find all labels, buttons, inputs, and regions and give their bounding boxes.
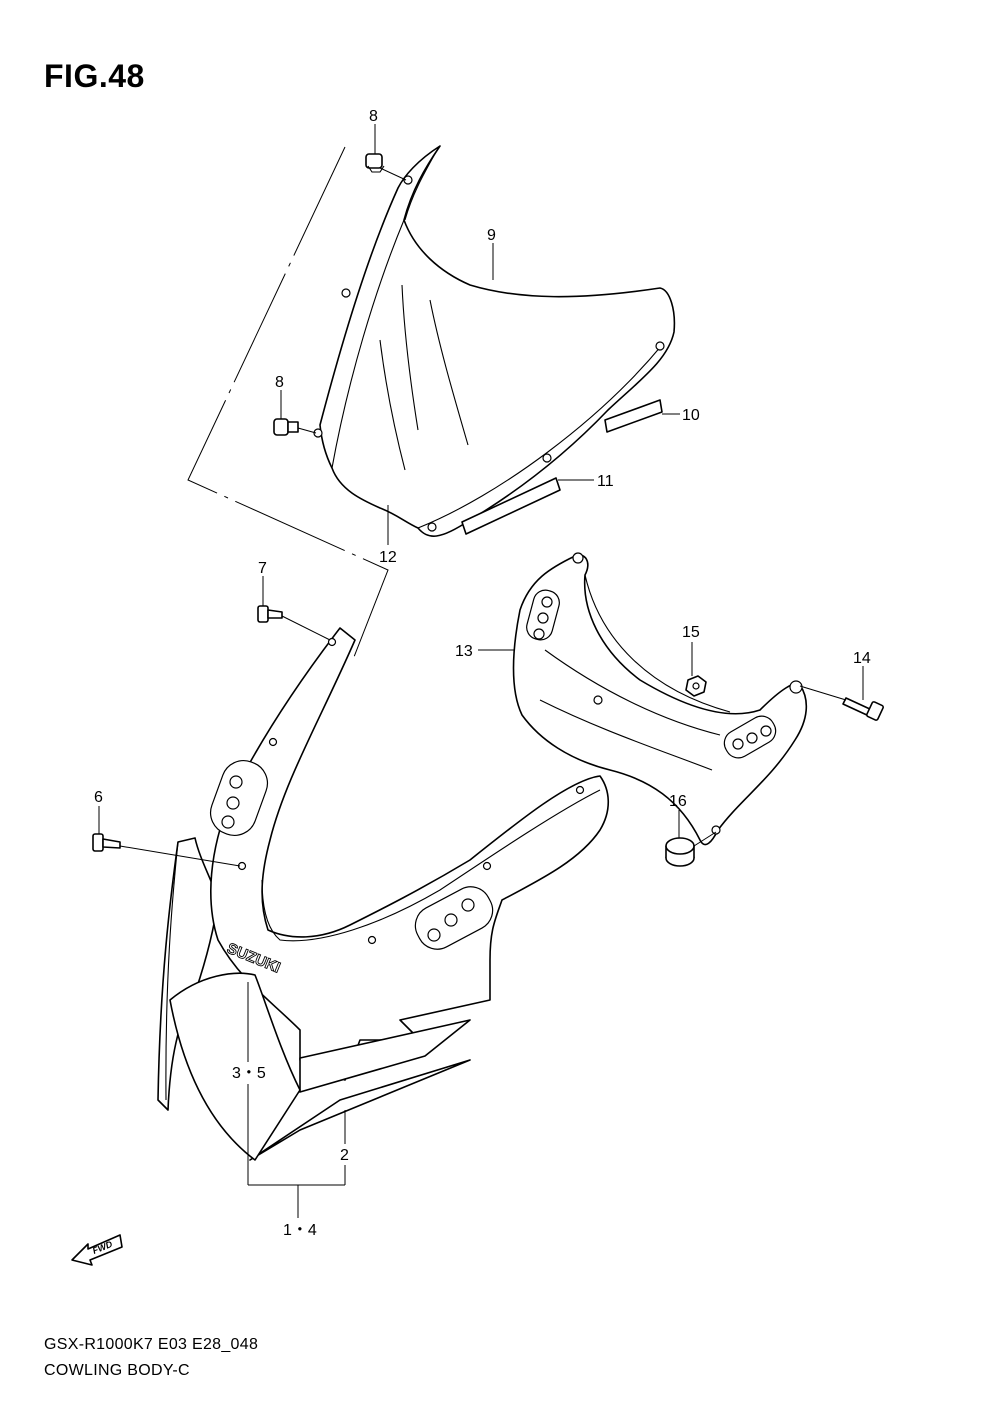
bolt-part-14[interactable] bbox=[842, 697, 884, 721]
callout-11: 11 bbox=[597, 473, 614, 490]
figure-title: FIG.48 bbox=[44, 58, 145, 94]
fwd-arrow-icon: FWD bbox=[71, 1234, 123, 1266]
cowling-brace-part-13[interactable] bbox=[512, 552, 808, 846]
nut-part-15[interactable] bbox=[685, 675, 707, 697]
callout-6: 6 bbox=[94, 789, 103, 806]
callout-labels: 8 9 8 10 11 12 7 13 15 14 6 16 3・5 2 1・4 bbox=[94, 108, 871, 1239]
cowl-vent-right bbox=[414, 886, 494, 950]
callout-3-5: 3・5 bbox=[232, 1065, 266, 1082]
callout-10: 10 bbox=[682, 407, 700, 424]
callout-12: 12 bbox=[379, 549, 397, 566]
callout-13: 13 bbox=[455, 643, 473, 660]
callout-7: 7 bbox=[258, 560, 267, 577]
screw-part-8-top[interactable] bbox=[365, 153, 385, 173]
callout-14: 14 bbox=[853, 650, 871, 667]
section-name: COWLING BODY-C bbox=[44, 1362, 190, 1379]
grommet-part-16[interactable] bbox=[665, 837, 695, 867]
callout-9: 9 bbox=[487, 227, 496, 244]
screw-part-6[interactable] bbox=[92, 833, 121, 852]
callout-8-mid: 8 bbox=[275, 374, 284, 391]
callout-2: 2 bbox=[340, 1147, 349, 1164]
callout-8-top: 8 bbox=[369, 108, 378, 125]
leader-lines bbox=[98, 124, 864, 1218]
screw-part-8-mid[interactable] bbox=[273, 418, 299, 436]
cushion-part-11[interactable] bbox=[461, 477, 561, 535]
screw-part-7[interactable] bbox=[257, 605, 283, 623]
model-code: GSX-R1000K7 E03 E28_048 bbox=[44, 1336, 259, 1353]
assembly-frame bbox=[187, 146, 389, 663]
cushion-part-10[interactable] bbox=[604, 399, 663, 433]
callout-15: 15 bbox=[682, 624, 700, 641]
cowl-vent-left bbox=[209, 760, 269, 836]
cowling-body-part-1-4[interactable]: SUZUKI bbox=[157, 627, 610, 1161]
callout-16: 16 bbox=[669, 793, 687, 810]
callout-1-4: 1・4 bbox=[283, 1222, 317, 1239]
windscreen-part-9[interactable] bbox=[313, 145, 676, 537]
